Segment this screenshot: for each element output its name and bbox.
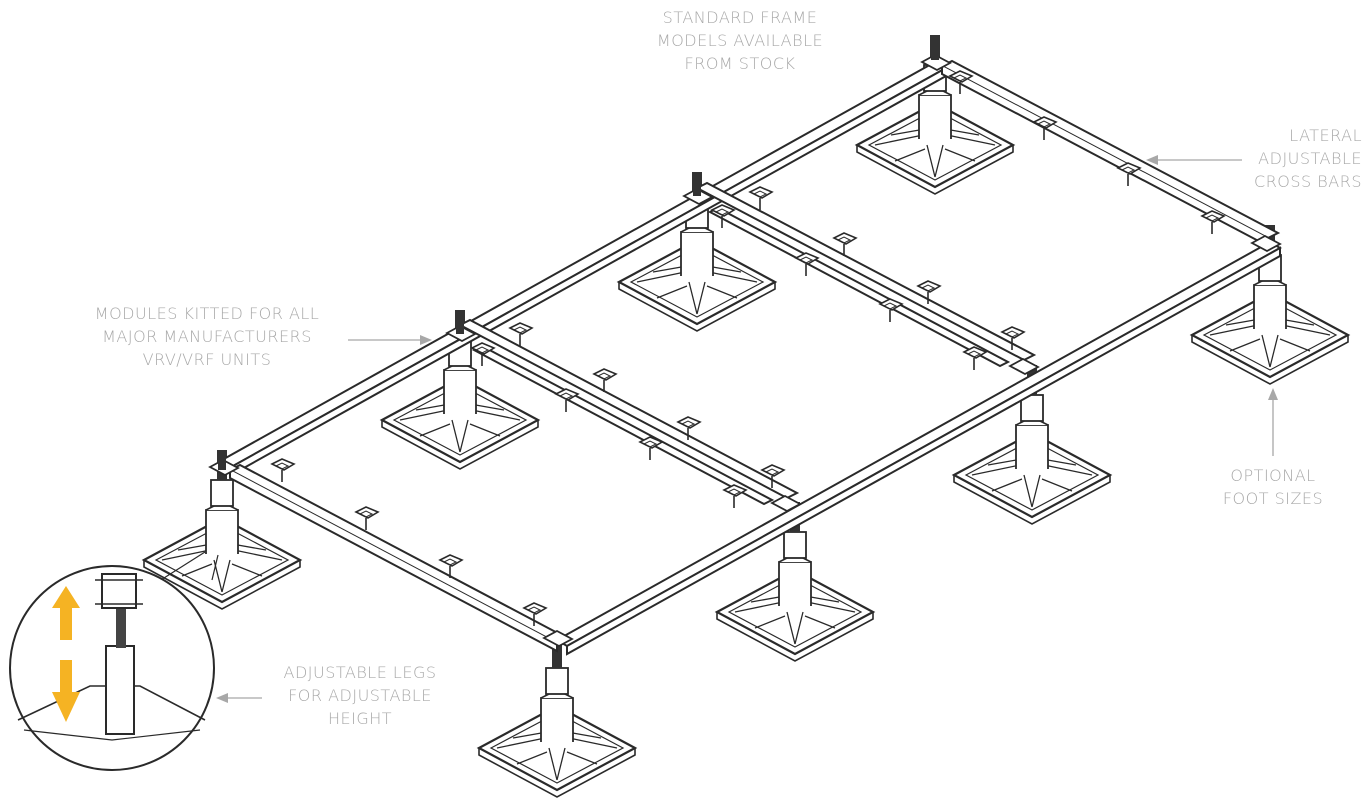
callout-adjustable-legs: ADJUSTABLE LEGS FOR ADJUSTABLE HEIGHT <box>260 661 460 730</box>
callout-line: FOOT SIZES <box>1222 489 1324 508</box>
callout-line: MODULES KITTED FOR ALL <box>94 304 320 323</box>
callout-line: LATERAL <box>1289 126 1362 145</box>
callout-line: MODELS AVAILABLE <box>656 31 824 50</box>
callout-line: HEIGHT <box>327 709 393 728</box>
post-tops <box>218 42 939 470</box>
callout-lateral-bars: LATERAL ADJUSTABLE CROSS BARS <box>1200 124 1362 193</box>
callout-line: VRV/VRF UNITS <box>142 350 272 369</box>
callout-standard-frame: STANDARD FRAME MODELS AVAILABLE FROM STO… <box>620 6 860 75</box>
callout-line: MAJOR MANUFACTURERS <box>102 327 312 346</box>
frame-corner-blocks <box>208 53 1282 648</box>
callout-optional-foot: OPTIONAL FOOT SIZES <box>1198 464 1348 510</box>
callout-line: ADJUSTABLE <box>1258 149 1362 168</box>
callout-line: OPTIONAL <box>1230 466 1316 485</box>
leg-detail-inset <box>9 551 219 771</box>
callout-line: CROSS BARS <box>1254 172 1362 191</box>
callout-line: ADJUSTABLE LEGS <box>283 663 437 682</box>
callout-line: STANDARD FRAME <box>662 8 818 27</box>
callout-modules-kitted: MODULES KITTED FOR ALL MAJOR MANUFACTURE… <box>72 302 342 371</box>
callout-line: FROM STOCK <box>684 54 796 73</box>
double-vertical-arrow-icon <box>52 586 80 722</box>
callout-arrows <box>216 155 1278 703</box>
frame-rails <box>219 59 1282 656</box>
callout-line: FOR ADJUSTABLE <box>288 686 432 705</box>
